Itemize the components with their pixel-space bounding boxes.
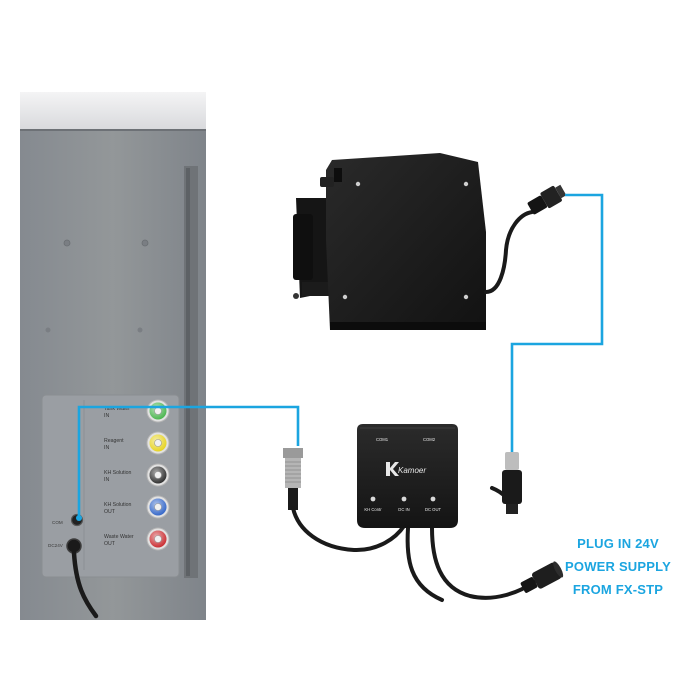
port-label-com2: COM2 bbox=[423, 437, 436, 442]
screw-icon bbox=[45, 327, 51, 333]
wiring-guides bbox=[77, 193, 604, 518]
screw-icon bbox=[141, 239, 149, 247]
stepper-pump bbox=[293, 153, 486, 330]
kamoer-logo-icon bbox=[386, 462, 399, 476]
pump-body bbox=[326, 153, 486, 330]
fluid-port[interactable] bbox=[146, 495, 170, 519]
brand-name: Kamoer bbox=[398, 466, 426, 475]
port-label-direction: OUT bbox=[104, 541, 116, 547]
pump-cable bbox=[484, 210, 534, 294]
com-label: COM bbox=[52, 520, 63, 525]
screw-icon bbox=[355, 181, 361, 187]
port-label-name: KH Solution bbox=[104, 502, 132, 508]
fluid-port[interactable] bbox=[146, 463, 170, 487]
port-label-name: Reagent bbox=[104, 438, 124, 444]
fluid-port[interactable] bbox=[146, 431, 170, 455]
fluid-port[interactable] bbox=[146, 527, 170, 551]
led-label: DC OUT bbox=[425, 507, 441, 512]
led-indicators: KH Contr DC IN DC OUT bbox=[364, 496, 441, 512]
screw-icon bbox=[63, 239, 71, 247]
callout-line-3: FROM FX-STP bbox=[572, 582, 664, 597]
dc-cable bbox=[71, 550, 99, 619]
led-indicator-icon bbox=[401, 496, 407, 502]
callout-line-2: POWER SUPPLY bbox=[565, 559, 671, 574]
controller-box: COM1 COM2 Kamoer KH Contr DC IN DC OUT bbox=[357, 424, 458, 528]
led-indicator-icon bbox=[430, 496, 436, 502]
aviation-connector[interactable] bbox=[283, 448, 303, 510]
port-label-name: KH Solution bbox=[104, 470, 132, 476]
port-label-com1: COM1 bbox=[376, 437, 389, 442]
dc-male-plug[interactable] bbox=[502, 452, 522, 514]
screw-icon bbox=[463, 181, 469, 187]
pump-connector[interactable] bbox=[526, 182, 568, 217]
dc-female-plug[interactable] bbox=[519, 560, 565, 596]
port-label-direction: IN bbox=[104, 413, 109, 419]
fluid-port[interactable] bbox=[146, 399, 170, 423]
pump-wire-line bbox=[510, 193, 604, 452]
screw-icon bbox=[137, 327, 143, 333]
power-callout: PLUG IN 24V POWER SUPPLY FROM FX-STP bbox=[548, 532, 688, 601]
dc-out-cable bbox=[430, 526, 536, 600]
screw-icon bbox=[463, 294, 469, 300]
port-label-direction: IN bbox=[104, 445, 109, 451]
com-cable bbox=[291, 506, 406, 553]
port-label-direction: IN bbox=[104, 477, 109, 483]
cabinet-top-cap bbox=[20, 92, 206, 129]
callout-line-1: PLUG IN 24V bbox=[577, 536, 659, 551]
led-indicator-icon bbox=[370, 496, 376, 502]
screw-icon bbox=[342, 294, 348, 300]
dc-in-cable bbox=[405, 526, 444, 602]
led-label: KH Contr bbox=[364, 507, 382, 512]
led-label: DC IN bbox=[398, 507, 409, 512]
dc-label: DC24V bbox=[48, 543, 64, 548]
port-panel bbox=[41, 394, 180, 578]
port-label-name: Waste Water bbox=[104, 534, 134, 540]
com-wire-line bbox=[77, 405, 300, 518]
port-label-direction: OUT bbox=[104, 509, 116, 515]
port-label-name: Tank Water bbox=[104, 406, 130, 412]
